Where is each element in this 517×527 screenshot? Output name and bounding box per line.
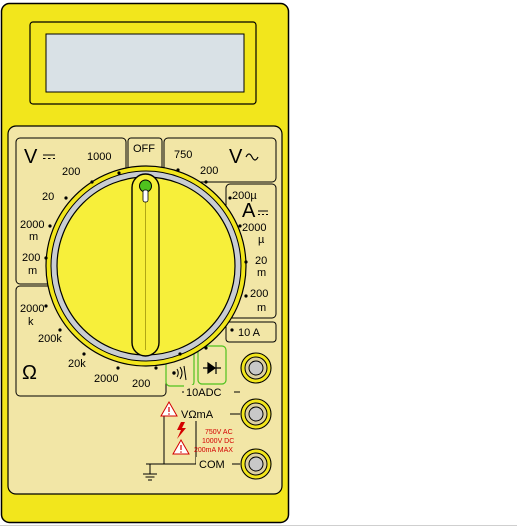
range-200v: 200	[62, 166, 80, 178]
dc-volts-symbol: V	[24, 146, 38, 168]
warning-triangle-icon	[160, 400, 178, 417]
dot-10a	[230, 328, 234, 332]
dot-continuity	[178, 352, 182, 356]
range-2000-ohm: 2000	[94, 373, 118, 385]
label-bg-10adc	[184, 385, 234, 399]
dot-200m	[244, 294, 248, 298]
jack-vma-core	[248, 406, 264, 422]
ohms-symbol: Ω	[22, 362, 37, 384]
lcd-display	[45, 33, 245, 93]
box-diode	[197, 345, 227, 385]
range-2000k-unit: k	[28, 316, 34, 328]
range-200vac: 200	[200, 165, 218, 177]
dot-2000mv	[48, 224, 52, 228]
off-label: OFF	[133, 143, 155, 155]
label-bg-com	[196, 457, 232, 471]
range-1000v: 1000	[87, 151, 111, 163]
range-200mv-unit: m	[28, 265, 37, 277]
dot-200k	[58, 328, 62, 332]
rotary-dial[interactable]	[45, 165, 247, 367]
range-20k: 20k	[68, 358, 86, 370]
dot-2000u	[238, 224, 242, 228]
ground-icon	[143, 464, 157, 481]
jack-label-10adc: 10ADC	[186, 387, 222, 399]
dot-750	[176, 168, 180, 172]
dot-200-ohm	[154, 366, 158, 370]
dot-200vac	[204, 180, 208, 184]
dot-200v	[90, 180, 94, 184]
range-2000k: 2000	[20, 303, 44, 315]
ac-symbol-icon	[245, 153, 259, 161]
box-ac-volts	[163, 137, 277, 183]
range-200ma: 200	[250, 288, 268, 300]
diode-icon	[203, 361, 221, 375]
dot-1000v	[117, 171, 121, 175]
range-200ua: 200µ	[232, 190, 257, 202]
jack-10adc-core	[248, 360, 264, 376]
dot-200mv	[44, 256, 48, 260]
jack-com-core	[248, 456, 264, 472]
label-bg-vma	[178, 407, 230, 421]
warning-triangle-icon-2	[172, 438, 190, 455]
dot-200u	[228, 196, 232, 200]
range-200k: 200k	[38, 333, 62, 345]
dc-amps-symbol: A	[242, 200, 256, 222]
dot-diode	[204, 346, 208, 350]
range-200-ohm: 200	[132, 378, 150, 390]
range-2000ua: 2000	[242, 222, 266, 234]
dot-2000-ohm	[116, 366, 120, 370]
dot-20k	[82, 352, 86, 356]
range-20ma-unit: m	[257, 267, 266, 279]
dc-symbol-icon	[43, 154, 55, 159]
range-10a: 10 A	[238, 327, 261, 339]
jack-label-com: COM	[199, 459, 225, 471]
range-2000ua-unit: µ	[258, 234, 265, 246]
dc-amps-symbol-icon	[258, 210, 268, 215]
jack-vma[interactable]	[240, 398, 272, 430]
dot-20m	[244, 260, 248, 264]
dot-2000k	[44, 304, 48, 308]
dot-20v	[64, 196, 68, 200]
pointer-stem-icon	[142, 189, 149, 203]
ac-volts-symbol: V	[229, 146, 243, 168]
range-dots	[44, 168, 248, 370]
range-200mv: 200	[22, 252, 40, 264]
jack-10adc[interactable]	[240, 352, 272, 384]
range-20ma: 20	[255, 255, 267, 267]
warning-750v-ac: 750V AC	[205, 429, 233, 436]
range-2000mv-unit: m	[29, 231, 38, 243]
range-2000mv: 2000	[20, 219, 44, 231]
jack-com[interactable]	[240, 448, 272, 480]
range-20v: 20	[42, 191, 54, 203]
range-200ma-unit: m	[257, 302, 266, 314]
warning-200ma-max: 200mA MAX	[194, 447, 233, 454]
range-750v: 750	[174, 149, 192, 161]
lightning-icon	[177, 422, 186, 439]
warning-1000v-dc: 1000V DC	[202, 438, 234, 445]
jack-label-vma: VΩmA	[181, 409, 214, 421]
box-ten-amp	[225, 321, 277, 343]
continuity-icon	[172, 365, 187, 381]
